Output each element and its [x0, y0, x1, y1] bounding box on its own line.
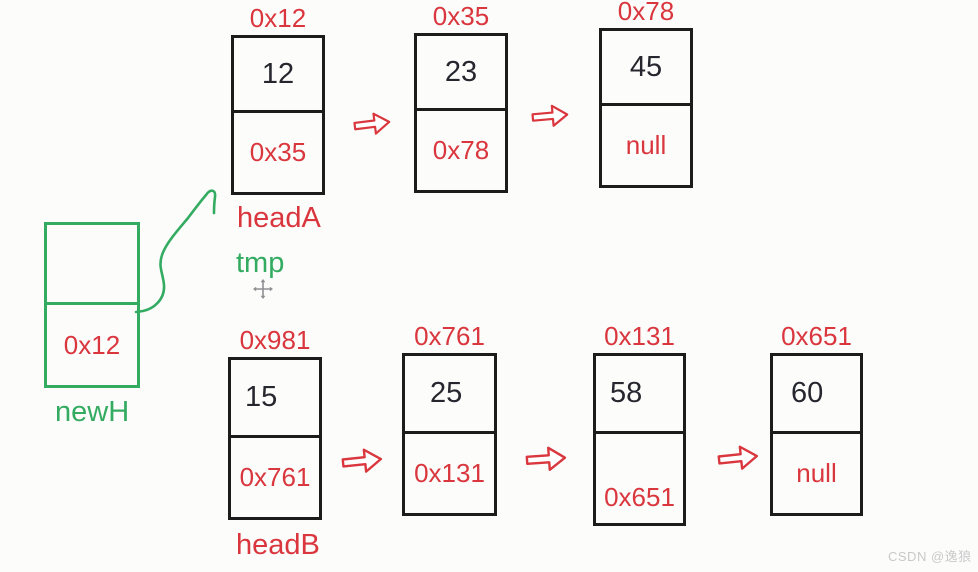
- node-next-pointer: 0x651: [604, 482, 675, 512]
- next-arrow-icon: [529, 100, 571, 131]
- node-value: 25: [405, 356, 494, 434]
- node-box: 60 null: [770, 353, 863, 516]
- node-address-label: 0x761: [414, 321, 485, 351]
- node-address-label: 0x78: [617, 0, 675, 26]
- head-b-label: headB: [236, 529, 320, 561]
- node-box: 15 0x761: [228, 357, 322, 520]
- node-next-pointer: 0x35: [249, 137, 307, 167]
- node-next-pointer: 0x761: [239, 462, 311, 492]
- next-arrow-icon: [523, 443, 569, 476]
- node-0x12: 0x12 12 0x35: [231, 3, 325, 195]
- new-head-value-cell: [47, 225, 137, 305]
- node-value: 60: [773, 356, 860, 434]
- watermark: CSDN @逸狼: [888, 549, 972, 564]
- next-arrow-icon: [350, 108, 393, 141]
- new-head-label: newH: [55, 396, 130, 428]
- node-0x981: 0x981 15 0x761: [228, 325, 322, 520]
- new-head-node: 0x12: [44, 222, 140, 388]
- node-0x651: 0x651 60 null: [770, 321, 863, 516]
- next-arrow-icon: [339, 444, 386, 478]
- node-0x131: 0x131 58 0x651: [593, 321, 686, 526]
- next-arrow-icon: [715, 441, 762, 475]
- node-value: 12: [234, 38, 322, 113]
- node-value: 45: [602, 31, 690, 106]
- node-box: 12 0x35: [231, 35, 325, 195]
- node-box: 58 0x651: [593, 353, 686, 526]
- node-address-label: 0x12: [249, 3, 307, 33]
- node-value: 58: [596, 356, 683, 434]
- node-box: 25 0x131: [402, 353, 497, 516]
- node-address-label: 0x131: [604, 321, 675, 351]
- node-box: 23 0x78: [414, 33, 508, 193]
- head-a-label: headA: [237, 202, 321, 234]
- new-head-box: 0x12: [44, 222, 140, 388]
- node-value: 23: [417, 36, 505, 111]
- move-cursor-icon: [251, 277, 275, 301]
- node-next-pointer: 0x131: [414, 458, 485, 488]
- node-next-pointer: null: [625, 130, 667, 160]
- node-address-label: 0x35: [432, 1, 490, 31]
- node-0x78: 0x78 45 null: [599, 0, 693, 188]
- node-value: 15: [231, 360, 319, 438]
- node-0x761: 0x761 25 0x131: [402, 321, 497, 516]
- node-address-label: 0x651: [781, 321, 852, 351]
- node-next-pointer: 0x78: [432, 135, 490, 165]
- node-0x35: 0x35 23 0x78: [414, 1, 508, 193]
- new-head-next-pointer: 0x12: [63, 329, 121, 360]
- node-address-label: 0x981: [239, 325, 311, 355]
- node-next-pointer: null: [796, 458, 837, 488]
- node-box: 45 null: [599, 28, 693, 188]
- newh-to-heada-arrow-icon: [128, 183, 228, 323]
- tmp-pointer-label: tmp: [236, 247, 285, 279]
